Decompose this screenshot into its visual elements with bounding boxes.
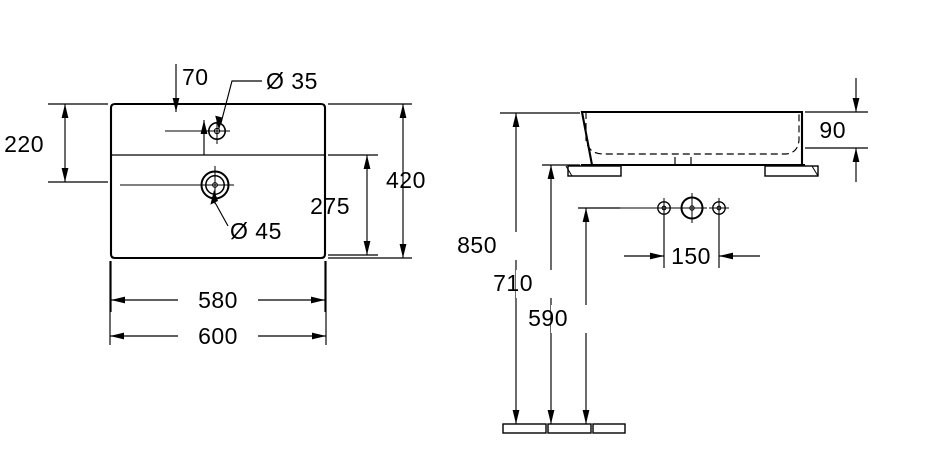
dim-90-label: 90 bbox=[819, 117, 846, 143]
support-left-group bbox=[565, 165, 622, 177]
support-right-group bbox=[764, 165, 819, 177]
dim-600-group: 600 bbox=[109, 261, 327, 350]
dim-220-label: 220 bbox=[4, 131, 44, 157]
dim-220-group: 220 bbox=[4, 103, 108, 183]
plan-basin-outline bbox=[109, 102, 327, 260]
dim-70-group: 70 bbox=[172, 64, 209, 155]
dim-850-label: 850 bbox=[457, 232, 497, 258]
dim-420-group: 420 bbox=[328, 103, 426, 259]
callout-d35-label: Ø 35 bbox=[266, 68, 318, 94]
dim-590-group: 590 bbox=[528, 207, 620, 424]
dim-275-group: 275 bbox=[310, 154, 378, 256]
dim-600-label: 600 bbox=[198, 323, 238, 349]
elevation-bowl-hidden-line bbox=[585, 112, 800, 155]
dim-580-group: 580 bbox=[110, 261, 326, 314]
dim-275-label: 275 bbox=[310, 193, 350, 219]
dim-90-group: 90 bbox=[805, 78, 868, 182]
support-right-block bbox=[764, 165, 819, 177]
dim-850-group: 850 bbox=[457, 112, 580, 424]
dim-580-label: 580 bbox=[198, 287, 238, 313]
dim-710-label: 710 bbox=[493, 270, 533, 296]
support-left-block bbox=[567, 165, 622, 177]
callout-d35-group: Ø 35 bbox=[215, 68, 318, 130]
floor-line-group bbox=[502, 423, 626, 434]
callout-d45-group: Ø 45 bbox=[210, 190, 281, 244]
dim-150-group: 150 bbox=[624, 214, 760, 269]
elevation-view-group: 90 bbox=[457, 78, 868, 434]
plan-hole-35-group bbox=[204, 118, 230, 144]
dim-710-group: 710 bbox=[493, 164, 580, 424]
elevation-basin-body bbox=[580, 110, 804, 167]
callout-d45-label: Ø 45 bbox=[230, 218, 282, 244]
dim-70-label: 70 bbox=[182, 64, 209, 90]
plan-view-group: 220 70 Ø 35 Ø 45 bbox=[4, 64, 426, 350]
dim-590-label: 590 bbox=[528, 305, 568, 331]
dim-150-label: 150 bbox=[671, 243, 711, 269]
dim-420-label: 420 bbox=[386, 167, 426, 193]
